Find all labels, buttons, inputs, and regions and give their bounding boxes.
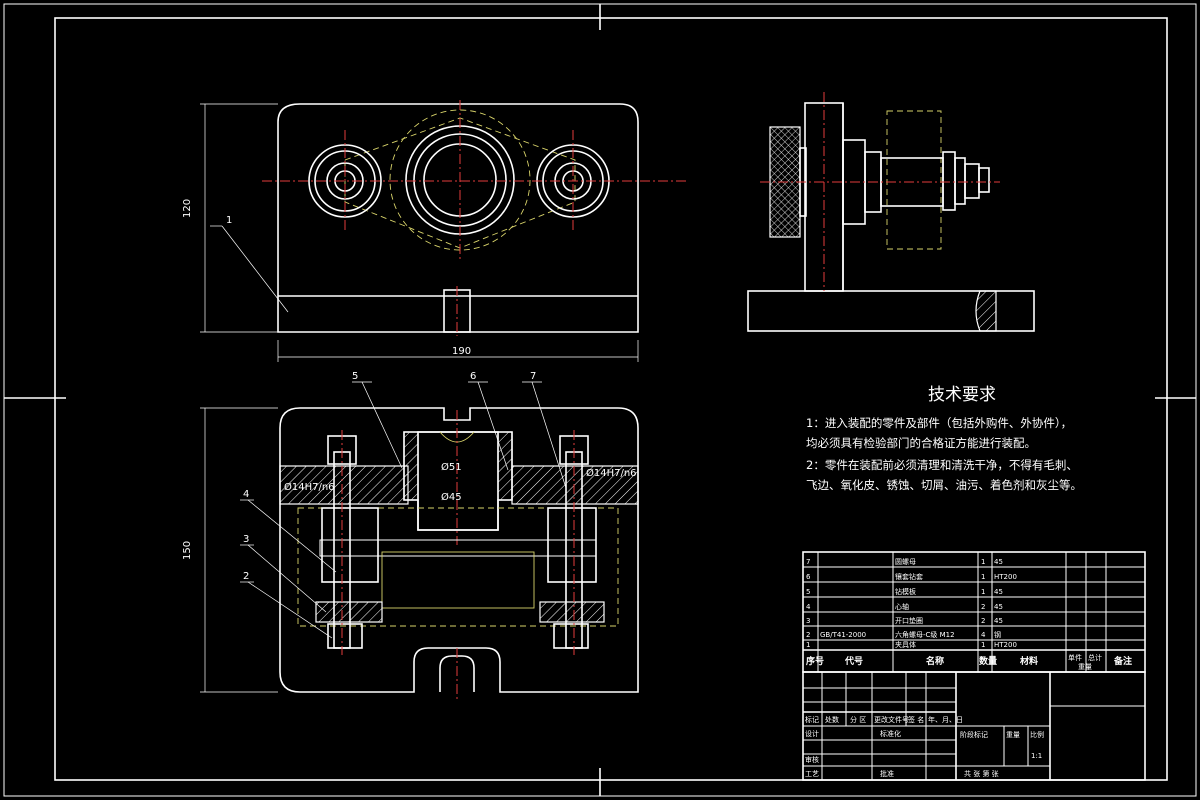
leader-3: 3 [243, 534, 249, 545]
tb-scale: 比例 [1030, 730, 1044, 739]
tb-approve: 批准 [880, 769, 894, 778]
bom-cell-name: 心轴 [895, 602, 909, 611]
bom-cell-no: 1 [806, 641, 810, 649]
leader-1: 1 [226, 215, 232, 226]
tb-date: 年、月、日 [928, 715, 963, 724]
bom-h-remark: 备注 [1113, 655, 1132, 667]
bom-cell-name: 钻模板 [895, 587, 916, 596]
tech-line-4: 飞边、氧化皮、锈蚀、切屑、油污、着色剂和灰尘等。 [806, 478, 1082, 492]
tb-mark: 标记 [805, 715, 819, 724]
bom-h-qty: 数量 [979, 655, 997, 667]
bom-cell-code: GB/T41-2000 [820, 631, 866, 639]
bom-cell-no: 5 [806, 588, 810, 596]
bom-cell-material: 钢 [994, 630, 1001, 639]
bom-cell-qty: 4 [981, 631, 986, 639]
bom-cell-no: 4 [806, 603, 811, 611]
bom-h-no: 序号 [806, 655, 824, 667]
bom-cell-name: 镶套钻套 [895, 572, 923, 581]
dim-bottom-height: 150 [182, 541, 193, 560]
bom-cell-name: 六角螺母-C级 M12 [895, 630, 955, 639]
tb-scale-value: 1:1 [1031, 752, 1042, 760]
bom-cell-name: 圆螺母 [895, 557, 916, 566]
leader-6: 6 [470, 371, 476, 382]
bom-cell-name: 开口垫圈 [895, 616, 923, 625]
tb-review: 审核 [805, 755, 819, 764]
leader-7: 7 [530, 371, 536, 382]
bom-cell-no: 7 [806, 558, 810, 566]
sheet-border [3, 3, 1197, 797]
dim-top-height: 120 [182, 199, 193, 218]
dia-outer: Ø51 [441, 461, 462, 473]
dia-inner: Ø45 [441, 491, 462, 503]
tb-weight: 重量 [1006, 731, 1020, 739]
tech-line-2: 均必须具有检验部门的合格证方能进行装配。 [806, 436, 1036, 450]
bom-cell-qty: 2 [981, 617, 985, 625]
dim-top-width: 190 [452, 346, 471, 357]
bom-cell-material: 45 [994, 603, 1003, 611]
bom-cell-qty: 1 [981, 573, 985, 581]
top-view: 120 190 1 [182, 100, 688, 362]
section-view: Ø51 Ø45 Ø14H7/n6 Ø14H7/n6 150 5 6 7 [182, 371, 639, 700]
bom-cell-material: HT200 [994, 641, 1017, 649]
tech-title: 技术要求 [928, 385, 996, 405]
bom-cell-material: 45 [994, 617, 1003, 625]
tb-change-doc: 更改文件号 [874, 715, 909, 724]
bom-h-total: 总计 [1088, 653, 1102, 662]
leader-4: 4 [243, 489, 249, 500]
side-view [747, 92, 1035, 332]
tech-line-1: 1：进入装配的零件及部件（包括外购件、外协件）， [806, 416, 1072, 430]
tb-zone: 分 区 [850, 715, 866, 724]
leader-2: 2 [243, 571, 249, 582]
bom-cell-material: 45 [994, 558, 1003, 566]
title-block: 标记 处数 分 区 更改文件号 签 名 年、月、日 设计 标准化 阶段标记 重量… [802, 671, 1146, 781]
tech-line-3: 2：零件在装配前必须清理和清洗干净，不得有毛刺、 [806, 458, 1078, 472]
bom-cell-no: 3 [806, 617, 810, 625]
bom-cell-no: 6 [806, 573, 811, 581]
bom-cell-qty: 1 [981, 588, 985, 596]
bom-h-code: 代号 [844, 655, 863, 667]
bom-cell-name: 夹具体 [895, 640, 916, 649]
bom-cell-no: 2 [806, 631, 810, 639]
tb-sheets: 共 张 第 张 [964, 769, 999, 778]
tb-standardize: 标准化 [880, 729, 901, 738]
left-bore: Ø14H7/n6 [284, 481, 335, 493]
bom-cell-qty: 1 [981, 641, 985, 649]
tech-requirements: 技术要求 1：进入装配的零件及部件（包括外购件、外协件）， 均必须具有检验部门的… [806, 385, 1082, 492]
bom-cell-material: 45 [994, 588, 1003, 596]
bom-cell-qty: 1 [981, 558, 985, 566]
tb-signature: 签 名 [908, 715, 924, 724]
bom-h-unit: 单件 [1068, 653, 1082, 662]
bom-h-name: 名称 [926, 655, 944, 667]
tb-count: 处数 [825, 715, 839, 724]
tb-stage-mark: 阶段标记 [960, 730, 988, 739]
leader-5: 5 [352, 371, 358, 382]
bom-cell-qty: 2 [981, 603, 985, 611]
tb-process: 工艺 [805, 770, 819, 778]
bom-h-material: 材料 [1019, 655, 1038, 667]
tb-design: 设计 [805, 729, 819, 738]
bom-h-weight: 重量 [1078, 663, 1092, 671]
right-bore: Ø14H7/n6 [586, 467, 637, 479]
bom-cell-material: HT200 [994, 573, 1017, 581]
